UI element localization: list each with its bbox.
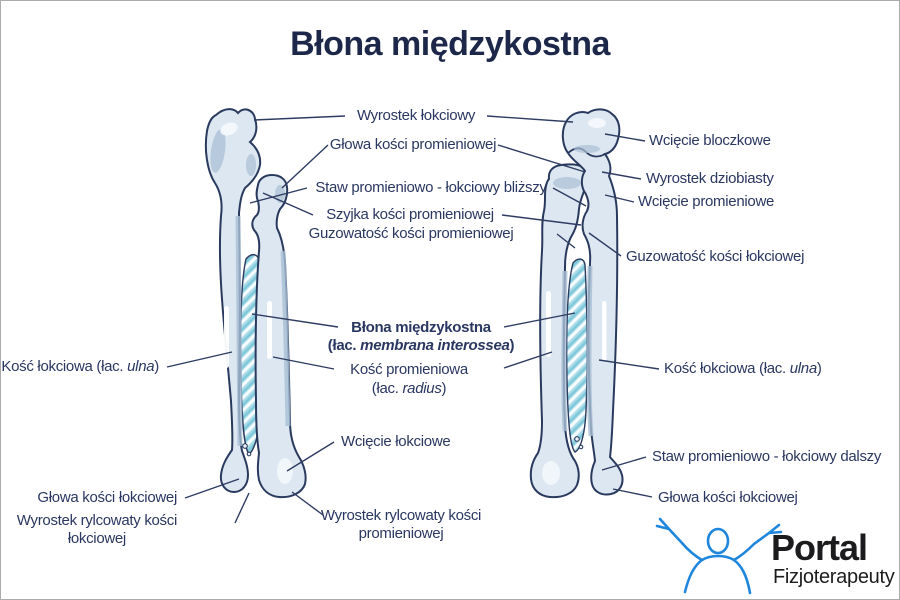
label-blona-miedzykostna: Błona międzykostna: [351, 319, 491, 336]
radius-top-shadow-right: [553, 177, 581, 189]
ulna-highlight-right: [602, 301, 607, 361]
radius-highlight-pill: [267, 301, 272, 359]
ulna-shadow: [210, 129, 226, 173]
ulna-shadow-2: [246, 154, 256, 176]
label-glowa-kosci-promieniowej: Głowa kości promieniowej: [329, 136, 497, 153]
leader-line: [281, 144, 329, 189]
radius-shading: [280, 250, 291, 427]
leader-line: [604, 194, 635, 203]
radius-distal-highlight-right: [542, 461, 560, 485]
radius-head-shadow: [275, 185, 285, 203]
label-kosc-lokciowa-right: Kość łokciowa (łac. ulna): [664, 360, 822, 377]
leader-line: [234, 492, 250, 524]
label-kosc-promieniowa: Kość promieniowa: [350, 361, 468, 378]
leader-line: [497, 144, 586, 173]
radius-bone-anterior: [251, 173, 307, 499]
nutrient-foramen: [578, 444, 584, 450]
label-wyrostek-rylcowaty-lokciowej: Wyrostek rylcowaty kości łokciowej: [16, 512, 178, 547]
label-staw-blizszy: Staw promieniowo - łokciowy bliższy: [315, 179, 547, 196]
ulna-shading-right: [586, 265, 594, 437]
ulna-bone-anterior: [204, 108, 262, 494]
nutrient-foramen: [246, 451, 252, 457]
label-guzowatosc-promieniowej: Guzowatość kości promieniowej: [308, 225, 514, 242]
diagram-title: Błona międzykostna: [290, 25, 610, 63]
leader-line: [251, 313, 339, 328]
ulna-highlight: [220, 122, 238, 136]
leader-line: [486, 115, 574, 123]
leader-line: [601, 171, 642, 180]
label-wyrostek-rylcowaty-promieniowej: Wyrostek rylcowaty kości promieniowej: [320, 507, 482, 542]
leader-line: [552, 187, 587, 207]
leader-line: [286, 441, 335, 472]
leader-line: [601, 456, 647, 471]
label-glowa-lokciowej-right: Głowa kości łokciowej: [658, 489, 798, 506]
nutrient-foramen: [242, 443, 248, 449]
label-wyrostek-dziobiasty: Wyrostek dziobiasty: [646, 170, 774, 187]
label-guzowatosc-lokciowej: Guzowatość kości łokciowej: [626, 248, 805, 265]
label-kosc-lokciowa-left: Kość łokciowa (łac. ulna): [1, 358, 159, 375]
logo-figure-icon: [655, 517, 783, 595]
radius-shading-right: [561, 270, 568, 432]
label-staw-dalszy: Staw promieniowo - łokciowy dalszy: [652, 448, 882, 465]
right-bone-pair: [529, 108, 624, 499]
leader-lines: [166, 115, 660, 524]
leader-line: [501, 214, 582, 226]
leader-line: [291, 491, 324, 516]
leader-line: [272, 356, 335, 370]
ulna-shading: [235, 215, 243, 447]
label-wciecie-promieniowe: Wcięcie promieniowe: [638, 193, 775, 210]
leader-line: [588, 232, 622, 257]
interosseous-membrane-right: [565, 258, 588, 453]
leader-line: [612, 488, 653, 498]
ulna-bone-posterior: [561, 108, 624, 496]
leader-line: [503, 351, 553, 369]
ulna-highlight-pill: [224, 306, 229, 368]
label-radius-lacina: (łac. radius): [371, 380, 447, 397]
olecranon-highlight-right: [588, 118, 606, 128]
leader-line: [184, 478, 240, 499]
label-blona-lacina: (łac. membrana interossea): [327, 337, 515, 354]
trochlear-notch-shadow: [574, 145, 600, 153]
leader-line: [604, 133, 646, 142]
leader-line: [262, 192, 314, 216]
left-bone-pair: [204, 108, 307, 499]
label-wciecie-lokciowe: Wcięcie łokciowe: [341, 433, 451, 450]
leader-line: [556, 233, 576, 249]
leader-line: [253, 115, 346, 121]
nutrient-foramen: [574, 436, 580, 442]
radius-highlight-right: [546, 291, 551, 357]
leader-line: [503, 312, 576, 328]
label-wyrostek-lokciowy: Wyrostek łokciowy: [356, 107, 476, 124]
radius-distal-highlight: [277, 458, 293, 484]
logo-tagline: Fizjoterapeuty: [773, 566, 895, 588]
label-szyjka-kosci-promieniowej: Szyjka kości promieniowej: [326, 206, 494, 223]
logo-name: Portal: [771, 527, 868, 568]
label-glowa-lokciowej-left: Głowa kości łokciowej: [37, 489, 177, 506]
leader-line: [598, 359, 660, 370]
leader-line: [166, 351, 233, 368]
label-wciecie-bloczkowe: Wcięcie bloczkowe: [649, 132, 771, 149]
leader-line: [249, 187, 308, 204]
